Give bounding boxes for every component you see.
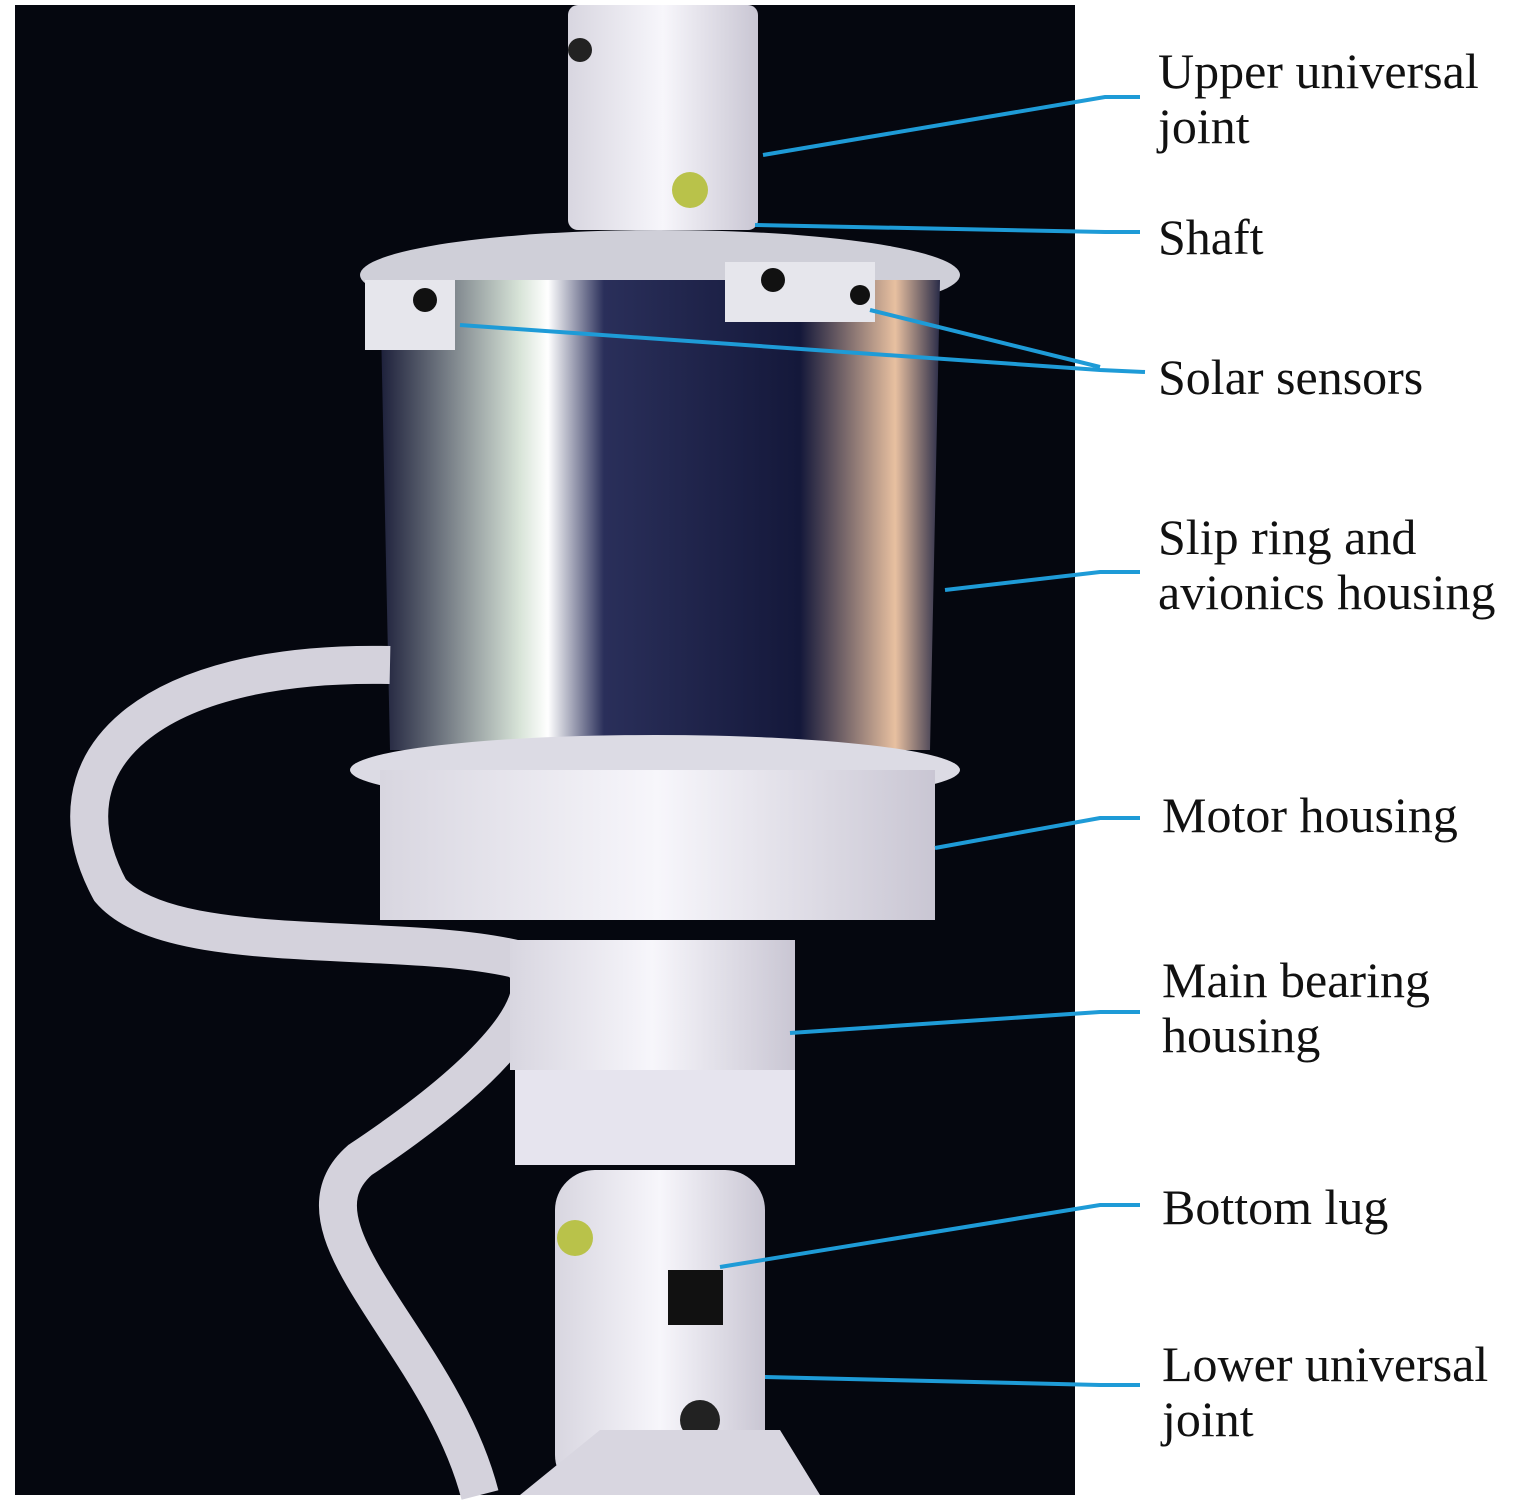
- leader-motor-housing: [934, 816, 1140, 850]
- leader-bottom-lug: [719, 1203, 1140, 1269]
- label-shaft: Shaft: [1158, 209, 1264, 265]
- leader-slip-ring: [944, 570, 1140, 592]
- solar-sensor-parts: [365, 262, 875, 350]
- label-lower-universal-joint: Lower universal joint: [1162, 1336, 1489, 1447]
- leader-lower-universal-joint: [764, 1375, 1140, 1387]
- leader-lines: [459, 95, 1146, 1387]
- leader-solar-sensor-1: [459, 323, 1146, 374]
- label-slip-ring: Slip ring and avionics housing: [1158, 509, 1496, 620]
- label-bottom-lug: Bottom lug: [1162, 1179, 1389, 1235]
- leader-upper-universal-joint: [762, 95, 1140, 157]
- label-motor-housing: Motor housing: [1162, 787, 1458, 843]
- leader-solar-sensor-2: [869, 308, 1101, 369]
- label-main-bearing: Main bearing housing: [1162, 952, 1430, 1063]
- upper-universal-joint-part: [568, 5, 758, 230]
- motor-housing-part: [380, 770, 935, 920]
- leader-main-bearing: [789, 1010, 1140, 1035]
- slip-ring-housing-part: [380, 280, 940, 750]
- leader-shaft: [754, 223, 1140, 234]
- label-solar-sensors: Solar sensors: [1158, 349, 1424, 405]
- cable-bundle: [70, 645, 550, 1500]
- main-bearing-part: [510, 940, 795, 1070]
- label-upper-universal-joint: Upper universal joint: [1158, 43, 1479, 154]
